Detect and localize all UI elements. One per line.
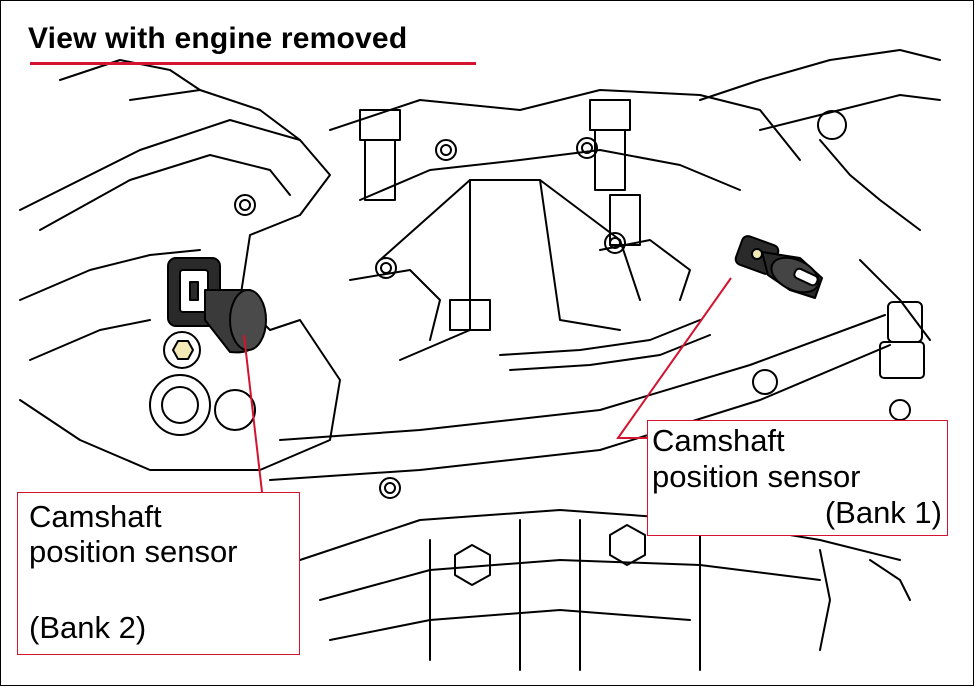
callout-bank2-line1: Camshaft — [29, 499, 162, 534]
view-heading: View with engine removed — [28, 22, 408, 55]
callout-bank2-line3: (Bank 2) — [29, 610, 147, 645]
heading-underline — [30, 62, 476, 65]
camshaft-sensor-bank2 — [163, 257, 267, 369]
callout-bank2: Camshaft position sensor (Bank 2) — [17, 492, 300, 655]
engine-linework — [19, 49, 941, 671]
callout-bank1: Camshaft position sensor (Bank 1) — [647, 420, 948, 536]
callout-bank1-line1: Camshaft — [652, 423, 785, 458]
callout-bank1-line2: position sensor — [652, 459, 861, 494]
callout-bank1-line3: (Bank 1) — [824, 495, 942, 530]
callout-bank2-line2: position sensor — [29, 534, 238, 569]
camshaft-sensor-bank1 — [734, 235, 823, 299]
leader-lines — [243, 277, 732, 493]
